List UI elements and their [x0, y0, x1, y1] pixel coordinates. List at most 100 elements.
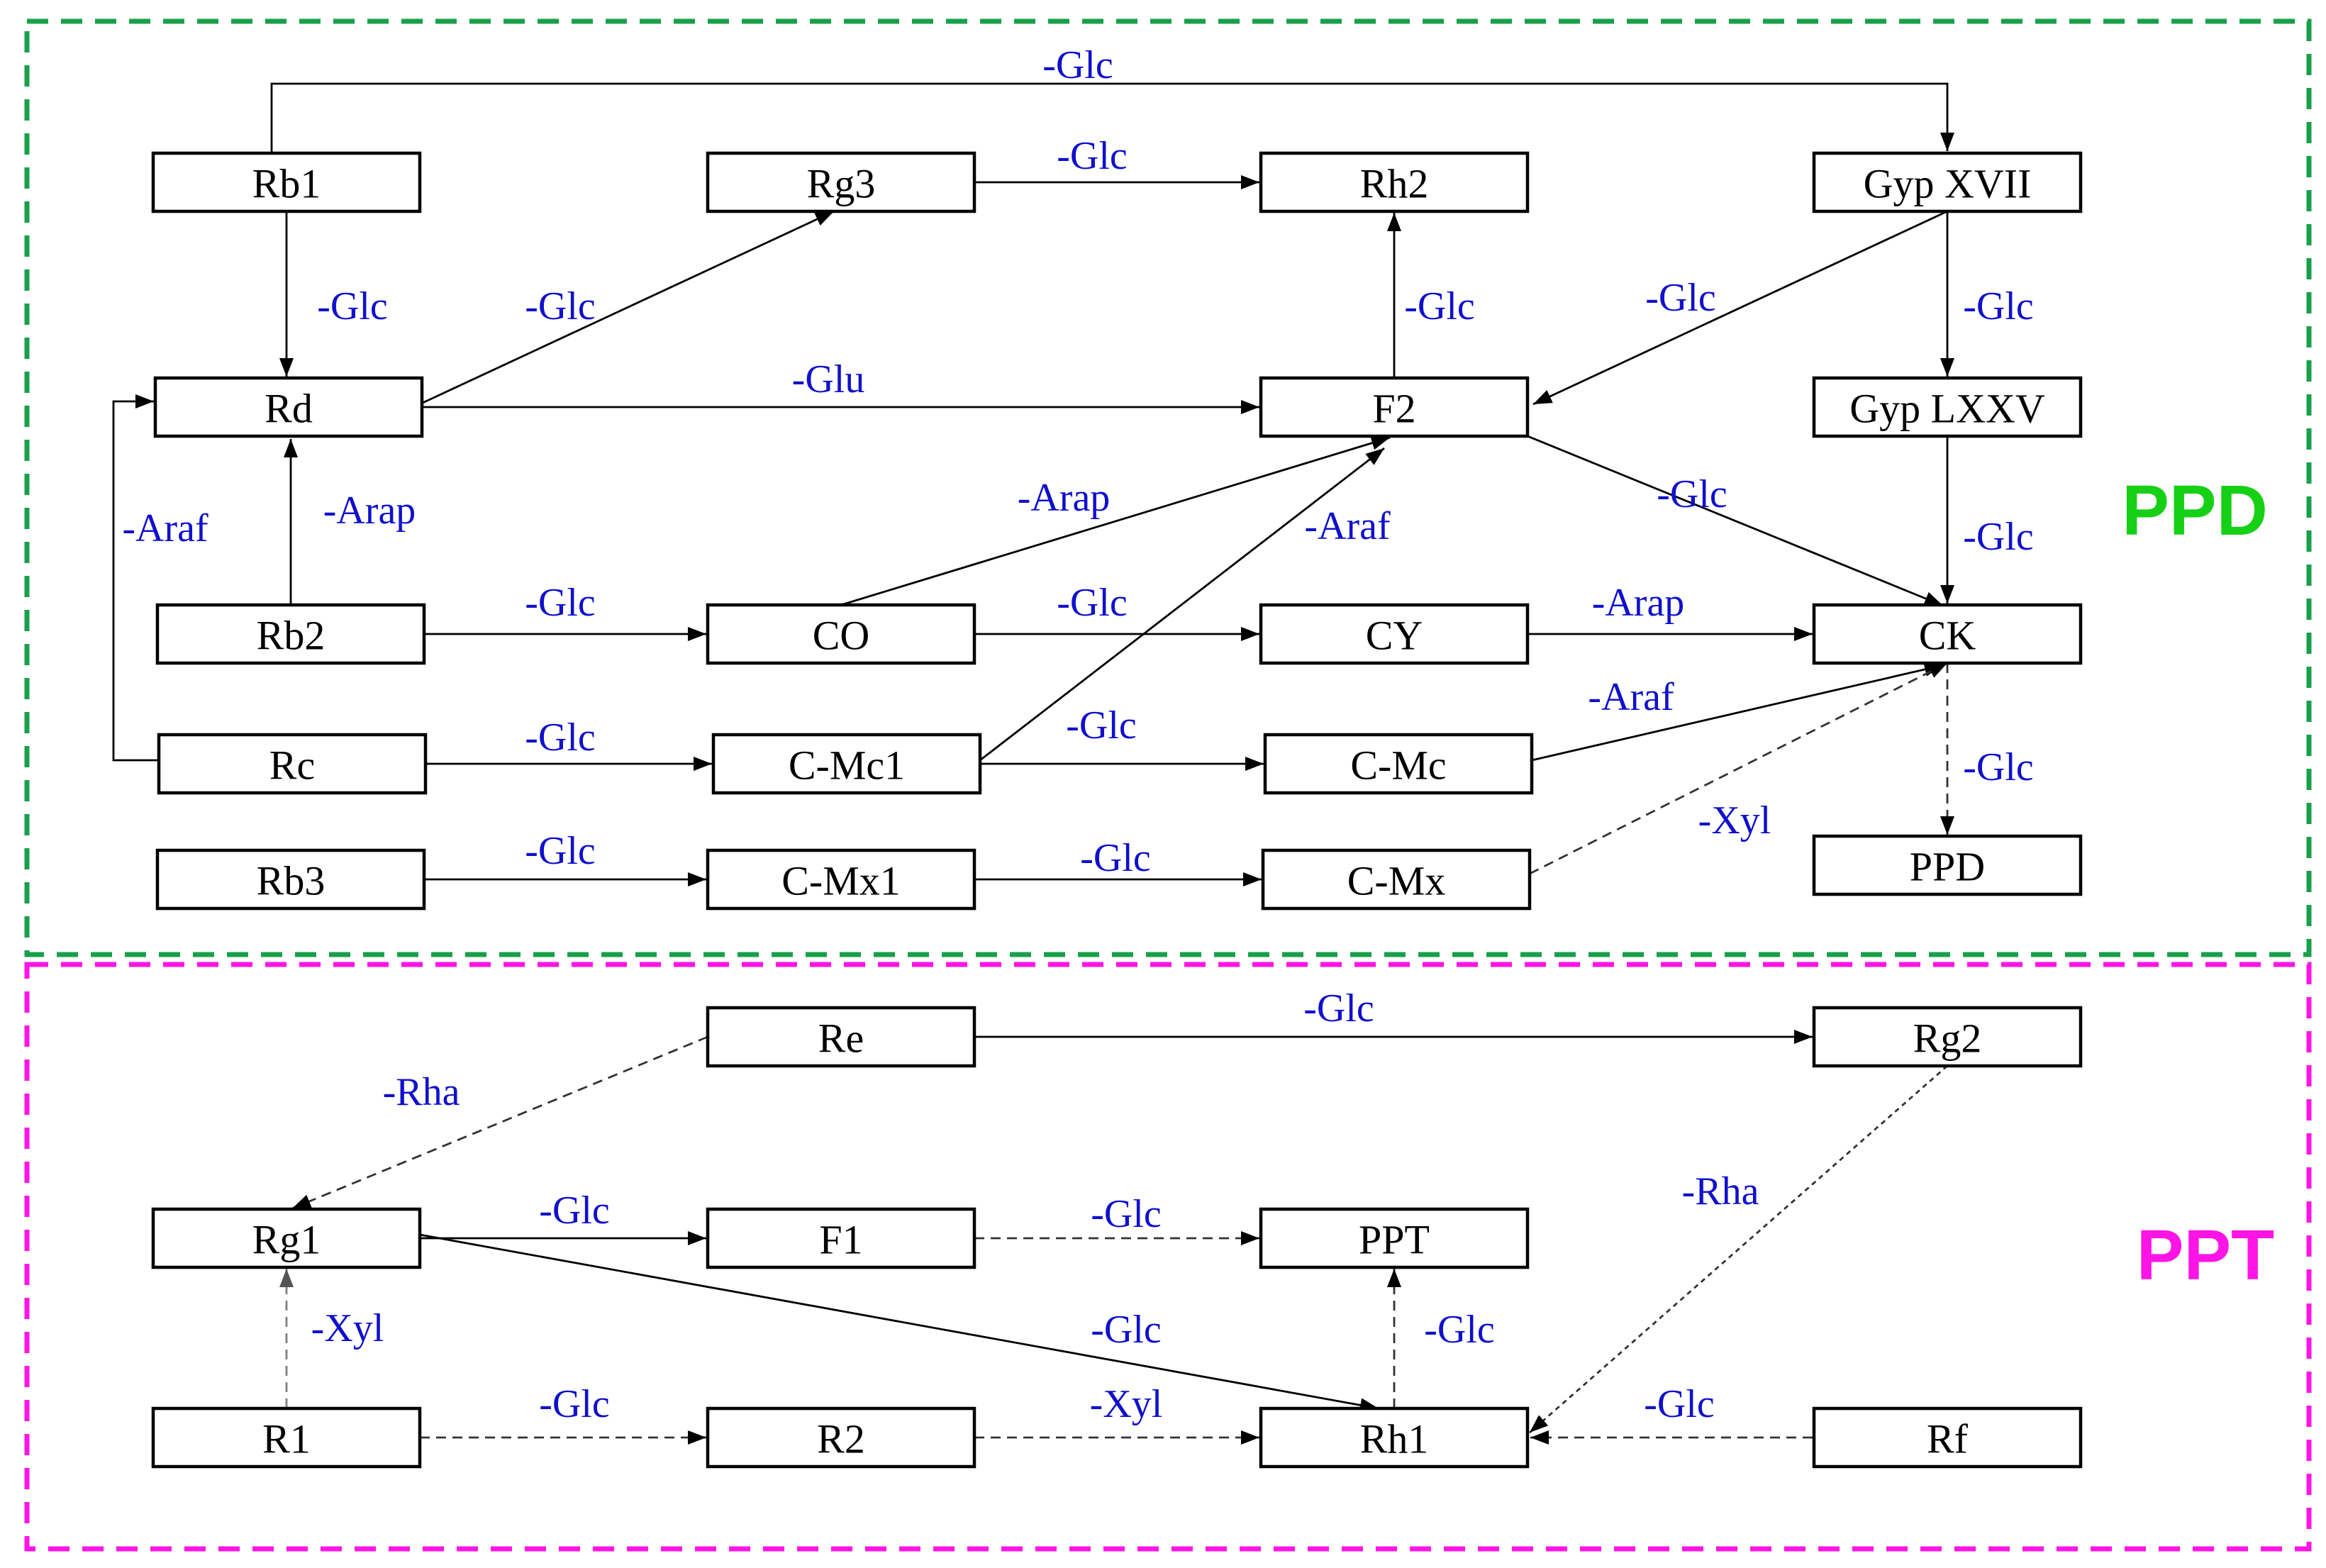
edge-label-rd-rg3: -Glc: [525, 284, 596, 328]
arrowhead-co-f2: [1370, 436, 1390, 450]
edge-cmc1-f2: [979, 447, 1385, 762]
node-box: [1812, 151, 2083, 213]
node-r2: R2: [706, 1406, 976, 1469]
arrowhead-r1-r2: [688, 1430, 706, 1445]
edge-label-rb3-cmx1: -Glc: [525, 829, 596, 873]
node-box: [706, 848, 976, 911]
node-label: Gyp LXXV: [1849, 386, 2045, 432]
node-label: Rf: [1927, 1416, 1969, 1462]
node-box: [157, 733, 428, 795]
edge-label-rd-f2: -Glu: [792, 357, 865, 401]
edge-label-co-f2: -Arap: [1018, 476, 1111, 520]
node-label: Rh2: [1360, 161, 1429, 207]
arrowhead-re-rg2: [1794, 1030, 1813, 1044]
node-label: Gyp XVII: [1864, 161, 2032, 207]
edge-label-co-cy: -Glc: [1057, 581, 1128, 625]
edge-f2-ck: [1527, 435, 1944, 607]
node-label: Rb2: [257, 613, 325, 659]
node-box: [711, 733, 982, 795]
arrowhead-co-cy: [1241, 627, 1259, 641]
edge-label-re-rg2: -Glc: [1303, 986, 1374, 1030]
edge-label-re-rg1: -Rha: [383, 1070, 460, 1114]
arrowhead-r2-rh1: [1241, 1430, 1259, 1445]
regions-layer: PPD PPT: [24, 18, 2312, 1552]
edge-label-cmc-ck: -Araf: [1588, 675, 1674, 719]
node-box: [706, 1006, 976, 1068]
node-box: [1812, 834, 2083, 896]
node-r1: R1: [151, 1406, 422, 1469]
arrowhead-rc-cmc1: [694, 757, 712, 771]
node-rb1: Rb1: [151, 151, 422, 213]
node-cmc1: C-Mc1: [711, 733, 982, 795]
node-box: [1812, 1406, 2083, 1469]
node-box: [706, 603, 976, 665]
node-box: [153, 376, 424, 438]
node-ppt: PPT: [1259, 1207, 1530, 1269]
arrowhead-rb2-co: [688, 627, 706, 641]
node-ppd: PPD: [1812, 834, 2083, 896]
edge-label-rg1-f1: -Glc: [539, 1189, 610, 1233]
edge-rg2-rh1: [1529, 1064, 1948, 1434]
edge-co-f2: [840, 436, 1391, 606]
edge-label-gypxvii-gyplxxv: -Glc: [1963, 284, 2034, 328]
node-box: [1261, 848, 1532, 911]
arrowhead-rf-rh1: [1530, 1430, 1549, 1445]
node-label: Rc: [269, 743, 315, 789]
node-box: [1259, 151, 1530, 213]
node-box: [151, 1207, 422, 1269]
arrowhead-cmc1-f2: [1365, 448, 1384, 465]
node-rh2: Rh2: [1259, 151, 1530, 213]
edge-label-r1-r2: -Glc: [539, 1382, 610, 1426]
edge-label-rb2-co: -Glc: [525, 581, 596, 625]
edge-label-ck-ppd: -Glc: [1963, 745, 2034, 789]
edge-label-rb1-rd: -Glc: [317, 284, 388, 328]
node-box: [1259, 603, 1530, 665]
node-label: Re: [818, 1016, 864, 1062]
node-box: [1259, 1207, 1530, 1269]
node-rh1: Rh1: [1259, 1406, 1530, 1469]
edge-rg1-rh1: [419, 1233, 1379, 1410]
node-gypxvii: Gyp XVII: [1812, 151, 2083, 213]
node-gyplxxv: Gyp LXXV: [1812, 376, 2083, 438]
node-label: Rg3: [807, 161, 876, 207]
edge-label-rb1-gypxvii: -Glc: [1042, 43, 1113, 87]
node-ck: CK: [1812, 603, 2083, 665]
region-ppt-frame: [24, 962, 2312, 1552]
node-label: Rd: [265, 386, 313, 432]
node-co: CO: [706, 603, 976, 665]
edge-label-rb2-rd: -Arap: [323, 489, 416, 533]
node-box: [1812, 603, 2083, 665]
edge-gypxvii-f2: [1532, 210, 1948, 406]
arrowhead-cy-ck: [1794, 627, 1813, 641]
node-label: Rb1: [252, 161, 321, 207]
arrowhead-gypxvii-gyplxxv: [1940, 358, 1954, 377]
node-f1: F1: [706, 1207, 976, 1269]
node-rb3: Rb3: [155, 848, 426, 911]
arrowhead-rb3-cmx1: [688, 872, 706, 886]
node-rg2: Rg2: [1812, 1006, 2083, 1068]
arrowhead-ck-ppd: [1940, 816, 1954, 835]
arrowhead-rd-f2: [1241, 400, 1259, 414]
node-box: [155, 603, 426, 665]
node-label: CY: [1366, 613, 1423, 659]
edge-rc-rd: [112, 400, 157, 762]
arrowhead-f1-ppt: [1241, 1231, 1259, 1245]
edge-label-f1-ppt: -Glc: [1091, 1192, 1162, 1236]
node-cmx: C-Mx: [1261, 848, 1532, 911]
edges-layer: [112, 82, 1954, 1445]
arrowhead-rd-rg3: [814, 211, 834, 226]
edge-label-cy-ck: -Arap: [1592, 581, 1685, 625]
node-label: C-Mc1: [789, 743, 905, 789]
edge-label-f2-rh2: -Glc: [1404, 284, 1475, 328]
node-label: CO: [813, 613, 870, 659]
arrowhead-cmx1-cmx: [1243, 872, 1262, 886]
node-label: Rb3: [257, 858, 325, 904]
arrowhead-gypxvii-f2: [1533, 389, 1553, 404]
arrowhead-f2-ck: [1923, 591, 1943, 606]
node-label: Rg1: [252, 1217, 321, 1263]
node-label: PPD: [1910, 844, 1985, 890]
edge-re-rg1: [291, 1035, 708, 1210]
region-ppt-label: PPT: [2137, 1216, 2274, 1295]
node-rf: Rf: [1812, 1406, 2083, 1469]
node-re: Re: [706, 1006, 976, 1068]
